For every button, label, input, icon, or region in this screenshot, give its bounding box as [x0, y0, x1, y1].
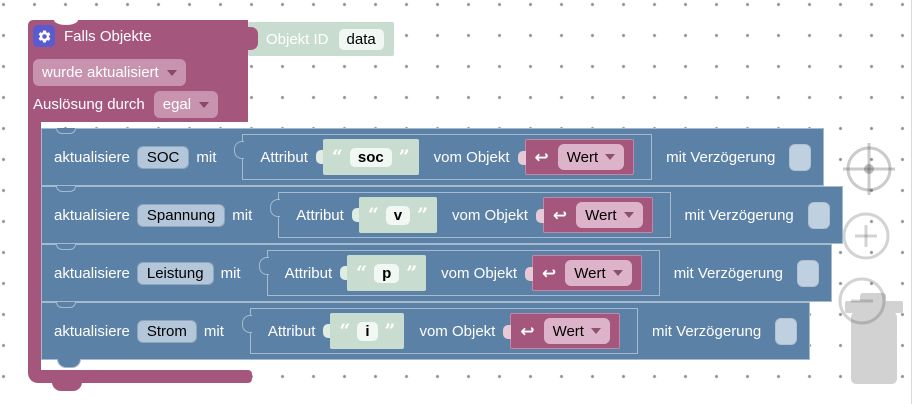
wert-dropdown[interactable]: Wert	[565, 260, 632, 286]
edge-dropdown[interactable]: egal	[153, 91, 219, 118]
wert-block[interactable]: ↩ Wert	[525, 255, 642, 291]
variable-field[interactable]: Leistung	[136, 261, 214, 285]
return-arrow-icon: ↩	[534, 147, 549, 167]
attribut-block[interactable]: Attribut “ p ” vom Objekt ↩ Wert	[258, 250, 660, 296]
update-type-dropdown[interactable]: wurde aktualisiert	[33, 59, 186, 86]
chevron-down-icon	[605, 154, 616, 160]
quote-close-icon: ”	[406, 261, 418, 284]
statement-bottom-notch	[57, 359, 81, 368]
right-panel-edge	[911, 0, 919, 404]
quote-open-icon: “	[339, 319, 351, 342]
objekt-id-field[interactable]: data	[338, 28, 384, 50]
return-arrow-icon: ↩	[542, 263, 557, 283]
variable-field[interactable]: Spannung	[136, 203, 226, 227]
objekt-id-label: Objekt ID	[266, 30, 329, 48]
string-block[interactable]: “ soc ”	[315, 139, 419, 175]
quote-close-icon: ”	[398, 145, 410, 168]
statement-row-spannung[interactable]: aktualisiere Spannung mit Attribut “ v ”…	[41, 186, 843, 244]
quote-close-icon: ”	[417, 203, 429, 226]
quote-open-icon: “	[367, 203, 379, 226]
wert-block[interactable]: ↩ Wert	[517, 139, 635, 175]
return-arrow-icon: ↩	[552, 205, 568, 225]
quote-open-icon: “	[356, 261, 368, 284]
chevron-down-icon	[166, 69, 177, 76]
value-connector-tab	[241, 27, 258, 50]
zoom-in-icon	[842, 212, 890, 260]
chevron-down-icon	[623, 212, 634, 218]
quote-open-icon: “	[331, 145, 343, 168]
chevron-down-icon	[590, 328, 601, 334]
wert-dropdown[interactable]: Wert	[576, 202, 643, 228]
delay-checkbox[interactable]	[775, 317, 798, 345]
variable-field[interactable]: SOC	[136, 145, 190, 169]
statement-row-soc[interactable]: aktualisiere SOC mit Attribut “ soc ” vo…	[41, 128, 825, 186]
attribute-field[interactable]: p	[374, 263, 400, 283]
string-block[interactable]: “ i ”	[323, 313, 405, 349]
chevron-down-icon	[612, 270, 623, 276]
gear-icon[interactable]	[33, 25, 55, 47]
wert-dropdown[interactable]: Wert	[543, 318, 610, 344]
wert-block[interactable]: ↩ Wert	[503, 313, 620, 349]
chevron-down-icon	[199, 101, 210, 108]
quote-close-icon: ”	[384, 319, 396, 342]
attribute-field[interactable]: v	[385, 205, 411, 225]
attribute-field[interactable]: i	[357, 321, 378, 341]
wert-block[interactable]: ↩ Wert	[535, 197, 653, 233]
objekt-id-block[interactable]: Objekt ID data	[248, 22, 394, 56]
attribut-block[interactable]: Attribut “ soc ” vom Objekt ↩ Wert	[234, 134, 653, 180]
trashcan-icon[interactable]	[842, 290, 908, 390]
wert-dropdown[interactable]: Wert	[557, 144, 625, 170]
variable-field[interactable]: Strom	[136, 319, 197, 343]
string-block[interactable]: “ p ”	[340, 255, 427, 291]
statement-row-leistung[interactable]: aktualisiere Leistung mit Attribut “ p ”…	[41, 244, 832, 302]
falls-objekte-spine	[28, 121, 41, 372]
delay-checkbox[interactable]	[789, 143, 812, 171]
edge-label: Auslösung durch	[33, 96, 145, 113]
block-bottom-notch	[52, 382, 82, 391]
attribut-block[interactable]: Attribut “ v ” vom Objekt ↩ Wert	[270, 192, 671, 238]
attribute-field[interactable]: soc	[349, 147, 392, 167]
attribut-block[interactable]: Attribut “ i ” vom Objekt ↩ Wert	[241, 308, 638, 354]
return-arrow-icon: ↩	[520, 321, 535, 341]
delay-checkbox[interactable]	[796, 259, 819, 287]
string-block[interactable]: “ v ”	[351, 197, 438, 233]
delay-checkbox[interactable]	[807, 201, 830, 229]
block-title: Falls Objekte	[64, 27, 152, 45]
statement-row-strom[interactable]: aktualisiere Strom mit Attribut “ i ” vo…	[41, 302, 811, 360]
zoom-reset-icon	[843, 143, 895, 195]
block-top-notch	[54, 15, 78, 25]
falls-objekte-footer	[28, 370, 252, 383]
